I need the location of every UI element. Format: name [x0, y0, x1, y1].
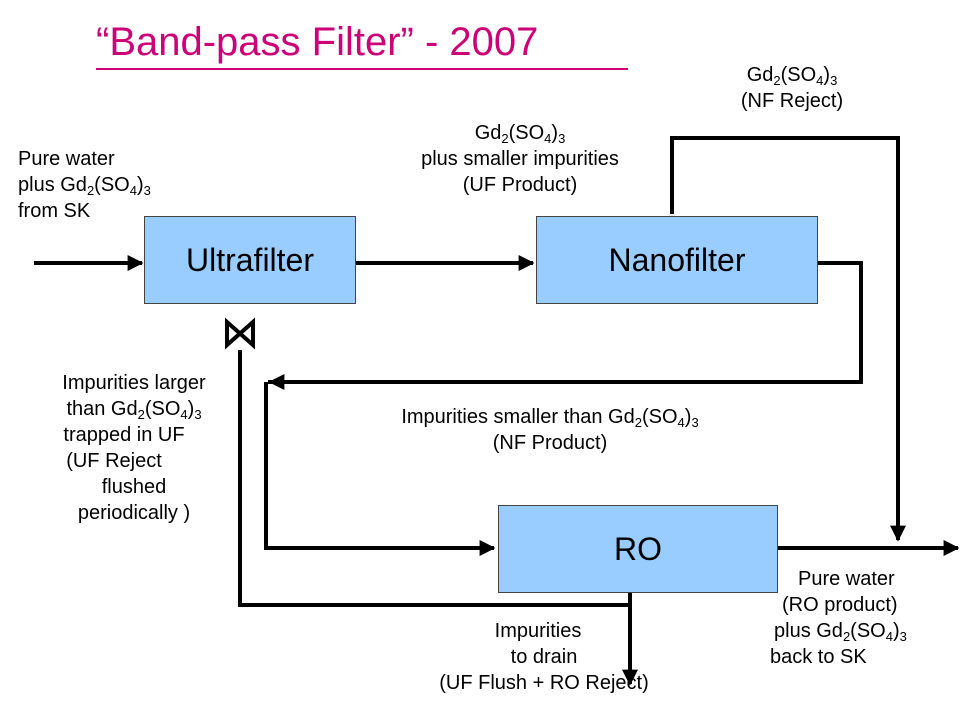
ro-product-line-2: (RO product) — [782, 594, 898, 616]
nanofilter-label: Nanofilter — [608, 241, 746, 278]
ro-label: RO — [614, 530, 662, 567]
uf-flush-line — [238, 350, 630, 607]
uf-reject-label: Impurities larger than Gd2(SO4)3 trapped… — [24, 370, 244, 526]
ultrafilter-box: Ultrafilter — [144, 216, 356, 304]
uf-product-line-2: plus smaller impurities — [421, 148, 619, 170]
nf-product-line-1: Impurities smaller than Gd2(SO4)3 — [401, 406, 699, 430]
uf-reject-line-5: flushed — [101, 476, 167, 498]
nf-reject-line-2: (NF Reject) — [740, 90, 844, 112]
uf-reject-line-2: than Gd2(SO4)3 — [66, 398, 202, 422]
uf-reject-line-1: Impurities larger — [62, 372, 206, 394]
feed-label: Pure water plus Gd2(SO4)3 from SK — [18, 146, 151, 224]
drain-line-2: to drain — [510, 646, 578, 668]
nf-reject-line — [670, 136, 906, 542]
drain-line-1: Impurities — [494, 620, 582, 642]
drain-label: Impurities to drain (UF Flush + RO Rejec… — [384, 618, 704, 696]
nf-product-line-2: (NF Product) — [492, 432, 608, 454]
feed-line-3: from SK — [18, 200, 91, 222]
nf-product-line — [268, 261, 863, 384]
title-underline — [96, 68, 628, 70]
ro-product-label: Pure water (RO product) plus Gd2(SO4)3 b… — [770, 566, 907, 670]
ultrafilter-label: Ultrafilter — [185, 241, 314, 278]
ro-product-line-3: plus Gd2(SO4)3 — [774, 620, 907, 644]
nanofilter-box: Nanofilter — [536, 216, 818, 304]
drain-line-3: (UF Flush + RO Reject) — [439, 672, 649, 694]
page-title: “Band-pass Filter” - 2007 — [96, 20, 539, 64]
uf-product-line-1: Gd2(SO4)3 — [474, 122, 566, 146]
uf-reject-line-3: trapped in UF — [63, 424, 185, 446]
nf-reject-line-1: Gd2(SO4)3 — [746, 64, 838, 88]
nf-product-to-ro-line — [264, 382, 496, 556]
uf-product-line-3: (UF Product) — [462, 174, 578, 196]
uf-reject-line-6: periodically ) — [77, 502, 191, 524]
uf-reject-line-4: (UF Reject — [66, 450, 162, 472]
flush-valve-icon — [225, 317, 255, 350]
uf-product-label: Gd2(SO4)3 plus smaller impurities (UF Pr… — [384, 120, 656, 198]
ro-product-line-4: back to SK — [770, 646, 867, 668]
nf-product-label: Impurities smaller than Gd2(SO4)3 (NF Pr… — [330, 404, 770, 456]
ro-box: RO — [498, 505, 778, 593]
feed-line-2: plus Gd2(SO4)3 — [18, 174, 151, 198]
feed-line-1: Pure water — [18, 148, 115, 170]
nf-reject-label: Gd2(SO4)3 (NF Reject) — [712, 62, 872, 114]
ro-product-line-1: Pure water — [798, 568, 895, 590]
